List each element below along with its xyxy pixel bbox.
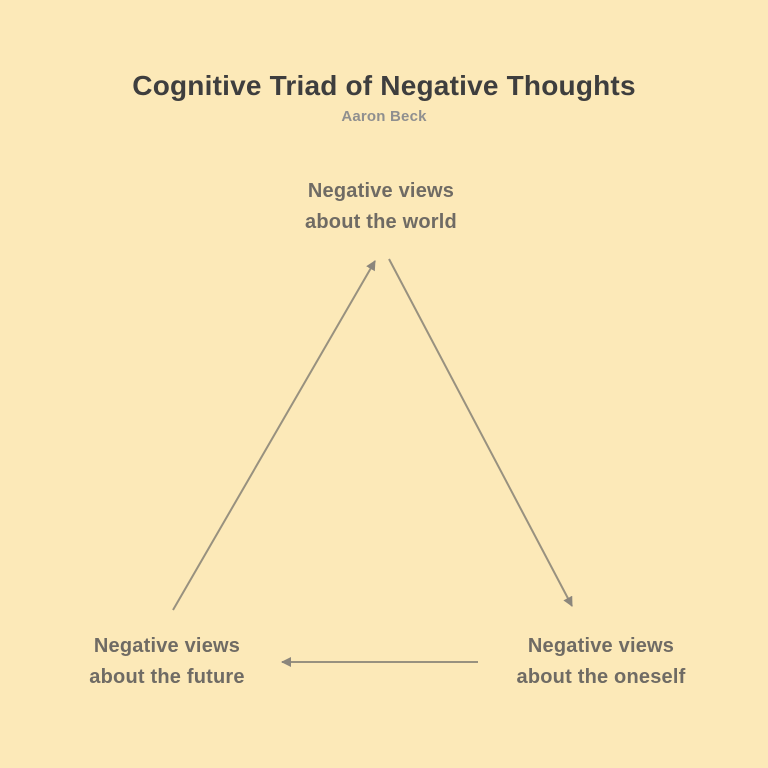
node-future-line1: Negative views <box>93 635 241 657</box>
node-future-line2: about the future <box>89 666 245 688</box>
node-oneself-line1: Negative views <box>527 635 675 657</box>
node-negative-views-oneself: Negative views about the oneself <box>517 631 686 693</box>
arrow-world-to-oneself <box>388 258 573 607</box>
node-negative-views-future: Negative views about the future <box>89 631 244 693</box>
node-negative-views-world: Negative views about the world <box>305 176 457 238</box>
page-title: Cognitive Triad of Negative Thoughts <box>132 70 636 101</box>
node-oneself-line2: about the oneself <box>516 666 686 688</box>
node-world-line1: Negative views <box>307 180 455 202</box>
arrow-future-to-world <box>172 260 376 611</box>
page-subtitle: Aaron Beck <box>341 108 427 125</box>
node-world-line2: about the world <box>305 211 457 233</box>
